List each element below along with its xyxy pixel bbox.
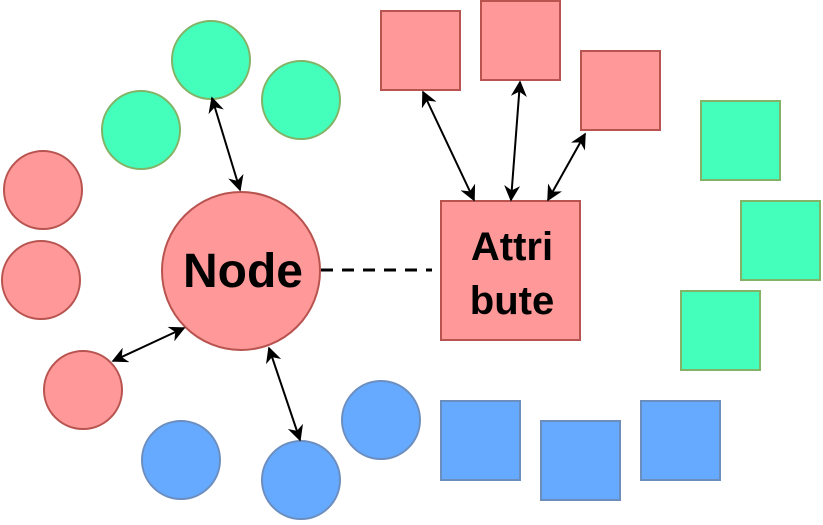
- red-circle-node: [1, 240, 81, 320]
- main-node-label: Node: [183, 245, 303, 298]
- green-square-attribute: [740, 200, 821, 281]
- red-square-attribute: [380, 10, 461, 91]
- red-circle-node: [43, 350, 123, 430]
- red-square-attribute: [580, 50, 661, 131]
- edge-attribute-to-red-square-3: [547, 132, 586, 202]
- edge-attribute-to-red-square-1: [421, 90, 476, 202]
- edge-node-to-green-circle: [208, 96, 244, 192]
- green-circle-node: [261, 60, 341, 140]
- green-circle-node: [101, 90, 181, 170]
- green-square-attribute: [700, 100, 781, 181]
- blue-circle-node: [261, 440, 341, 520]
- blue-square-attribute: [640, 400, 721, 481]
- red-circle-node: [3, 150, 83, 230]
- edge-node-to-blue-circle: [266, 346, 303, 442]
- edge-attribute-to-red-square-2: [504, 80, 527, 202]
- blue-circle-node: [341, 380, 421, 460]
- green-circle-node: [171, 20, 251, 100]
- blue-circle-node: [141, 420, 221, 500]
- main-node-circle: [161, 191, 321, 351]
- blue-square-attribute: [440, 400, 521, 481]
- main-attribute-label-line2: bute: [470, 279, 554, 323]
- main-attribute-box: [440, 200, 581, 341]
- green-square-attribute: [680, 290, 761, 371]
- main-attribute-label-line1: Attri: [471, 225, 553, 269]
- blue-square-attribute: [540, 420, 621, 501]
- red-square-attribute: [480, 0, 561, 81]
- edge-node-to-red-circle: [111, 326, 186, 363]
